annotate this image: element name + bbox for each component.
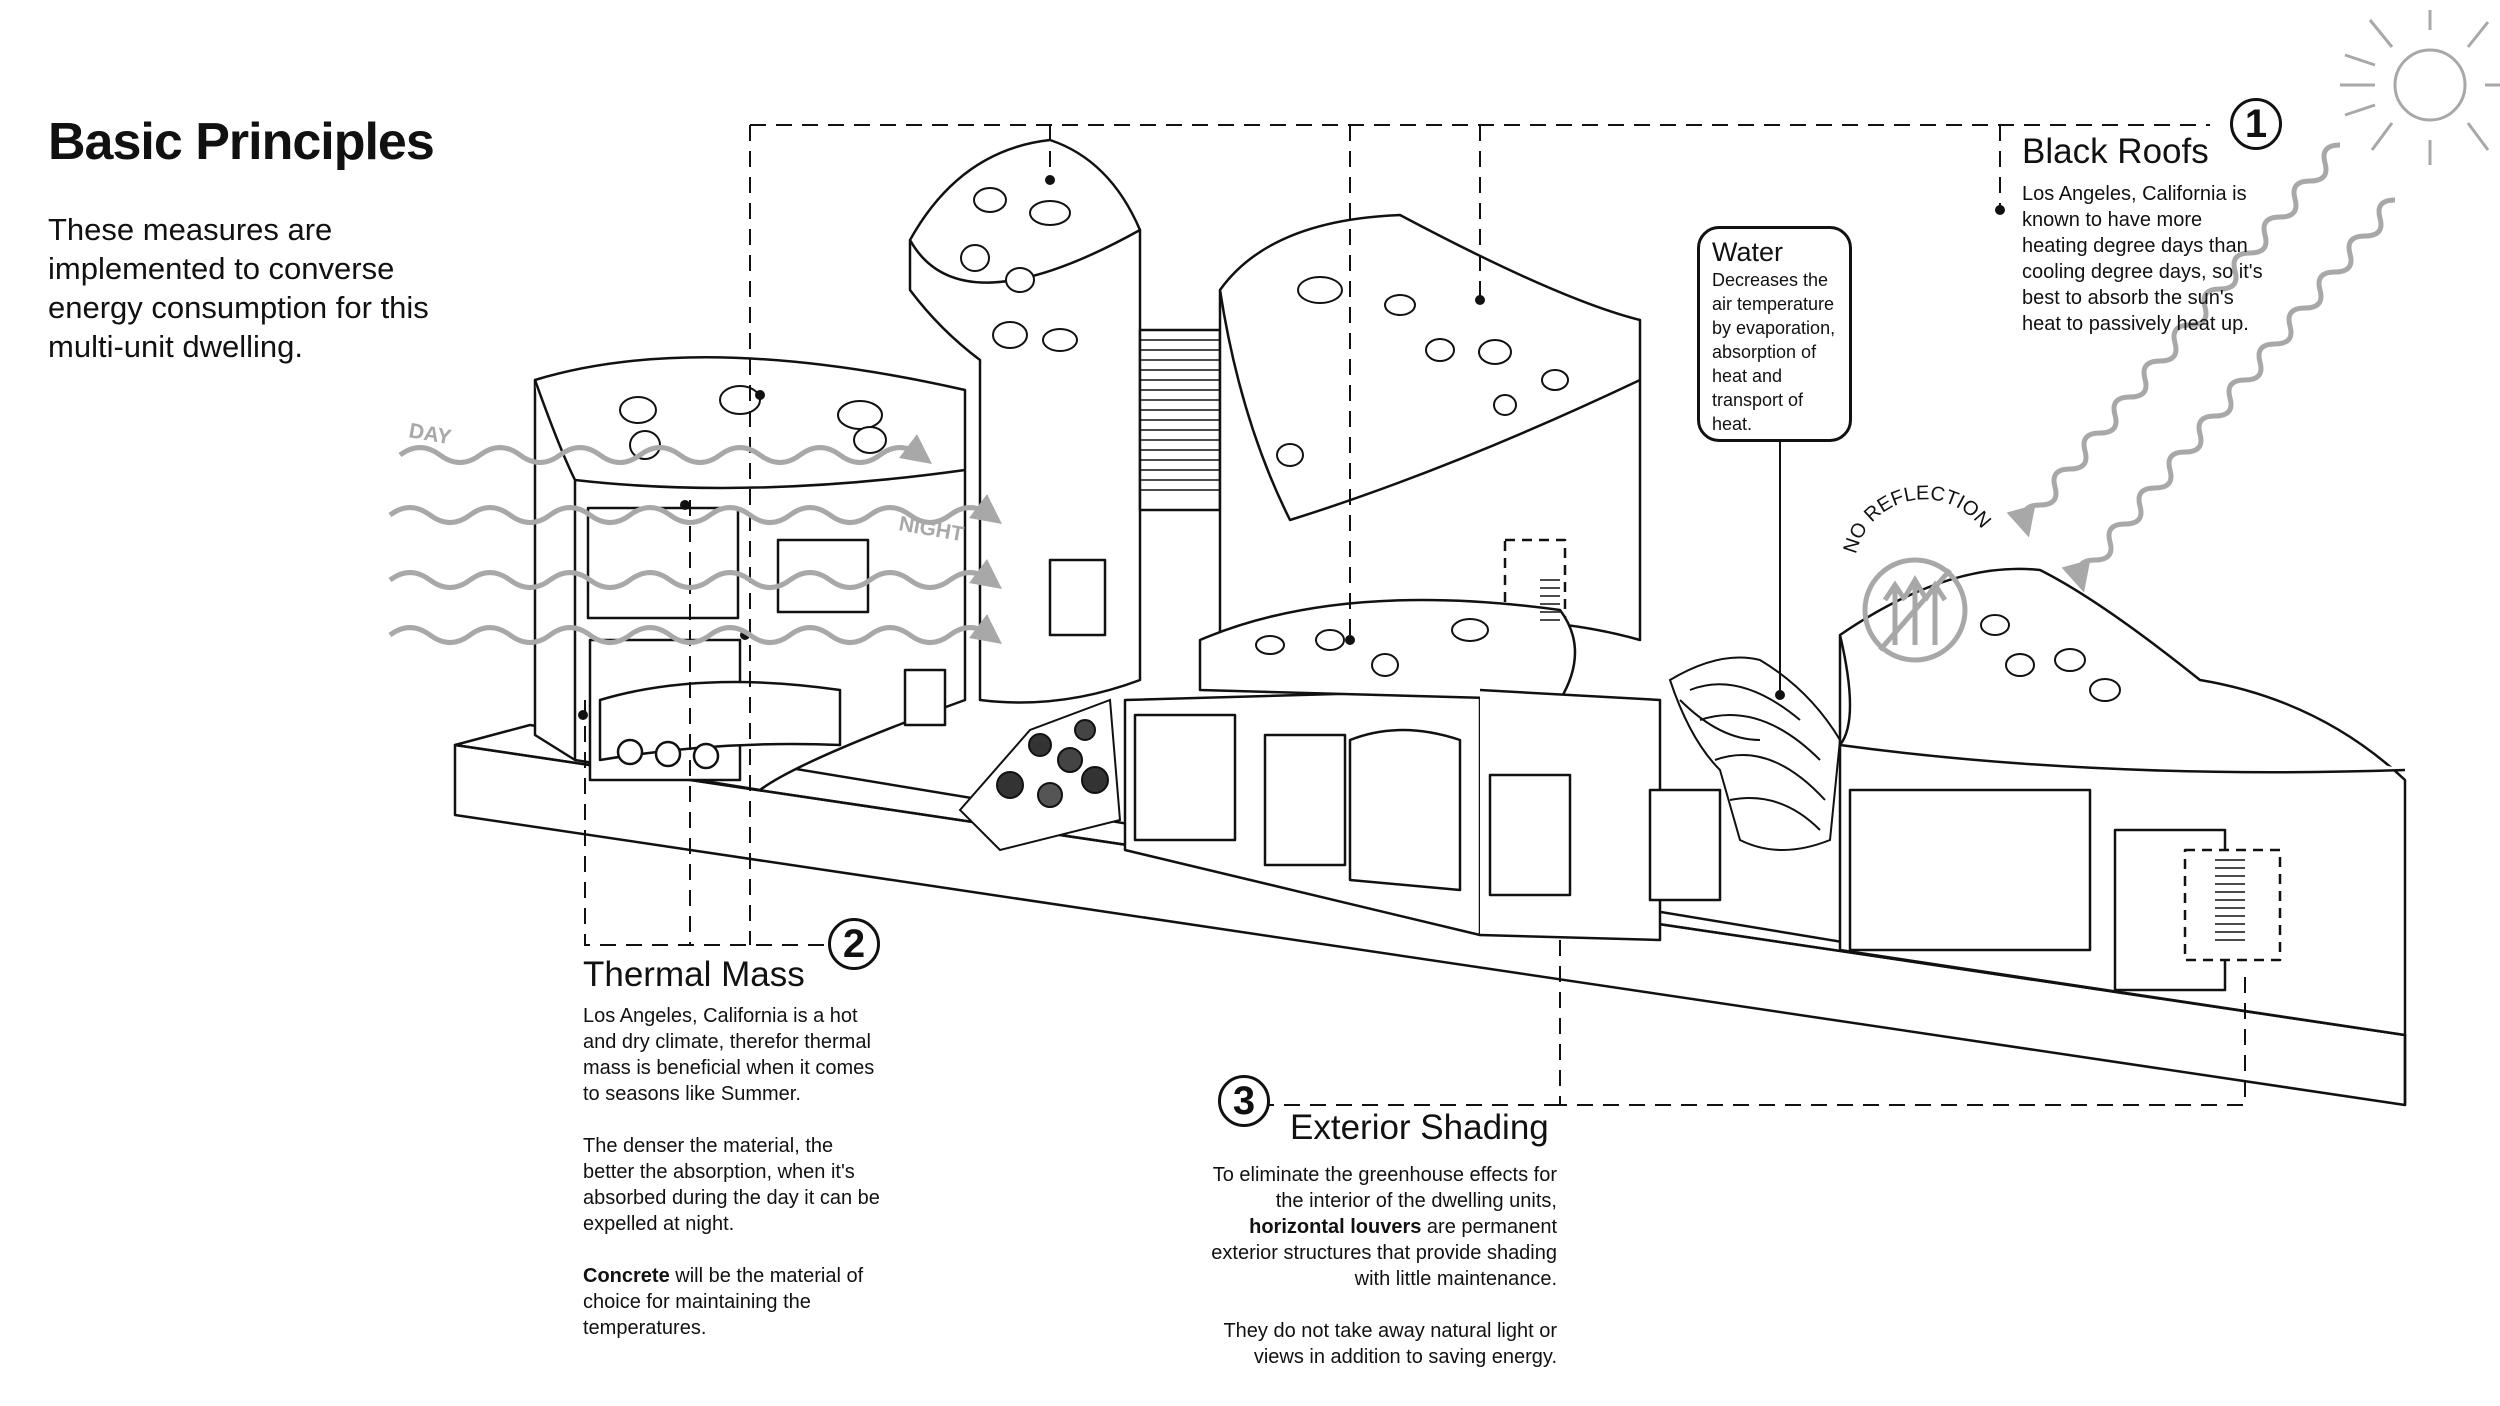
horizontal-louvers [1140, 339, 2245, 941]
intro-text: These measures are implemented to conver… [48, 212, 429, 364]
horizontal-louvers-bold: horizontal louvers [1249, 1216, 1422, 1238]
courtyard-trees [958, 698, 1122, 852]
sun-ray-arrows [2006, 142, 2396, 593]
exterior-shading-p2: They do not take away natural light or v… [1223, 1320, 1557, 1368]
day-night-arrows [388, 434, 1003, 645]
right-tall-building [1218, 213, 1642, 642]
exterior-shading-p1-a: To eliminate the greenhouse effects for … [1212, 1164, 1557, 1212]
roof-stones [619, 187, 2121, 702]
dashed-callout-frames [584, 124, 2246, 1106]
exterior-shading-p1-b: are permanent exterior structures that p… [1211, 1216, 1557, 1290]
concrete-bold: Concrete [583, 1265, 670, 1287]
day-label: DAY [407, 419, 453, 449]
exterior-shading-title: Exterior Shading [1290, 1108, 1549, 1147]
thermal-mass-p1: Los Angeles, California is a hot and dry… [583, 1005, 875, 1105]
right-building [1838, 567, 2407, 1037]
thermal-mass-body: Los Angeles, California is a hot and dry… [583, 1003, 883, 1367]
no-reflection-label: NO REFLECTION [1839, 482, 1995, 556]
thermal-mass-p3-rest: will be the material of choice for maint… [583, 1265, 864, 1339]
sun-icon [2340, 10, 2500, 165]
water-text: Decreases the air temperature by evapora… [1712, 270, 1836, 434]
exterior-shading-p1: To eliminate the greenhouse effects for … [1205, 1162, 1557, 1292]
water-feature [1668, 656, 1842, 851]
black-roofs-text: Los Angeles, California is known to have… [2022, 183, 2263, 335]
section-badge-1: 1 [2230, 98, 2282, 150]
exterior-shading-body: To eliminate the greenhouse effects for … [1205, 1162, 1557, 1396]
no-reflection-icon [1862, 557, 1968, 663]
black-roofs-title: Black Roofs [2022, 132, 2209, 171]
lower-middle-block [1123, 598, 1722, 942]
water-callout: Water Decreases the air temperature by e… [1697, 226, 1852, 442]
page-title: Basic Principles [48, 113, 435, 171]
water-title: Water [1712, 237, 1784, 267]
thermal-mass-p2: The denser the material, the better the … [583, 1135, 880, 1235]
section-badge-2: 2 [828, 918, 880, 970]
section-badge-3: 3 [1218, 1075, 1270, 1127]
thermal-mass-title: Thermal Mass [583, 955, 805, 994]
thermal-mass-p3: Concrete will be the material of choice … [583, 1263, 883, 1341]
